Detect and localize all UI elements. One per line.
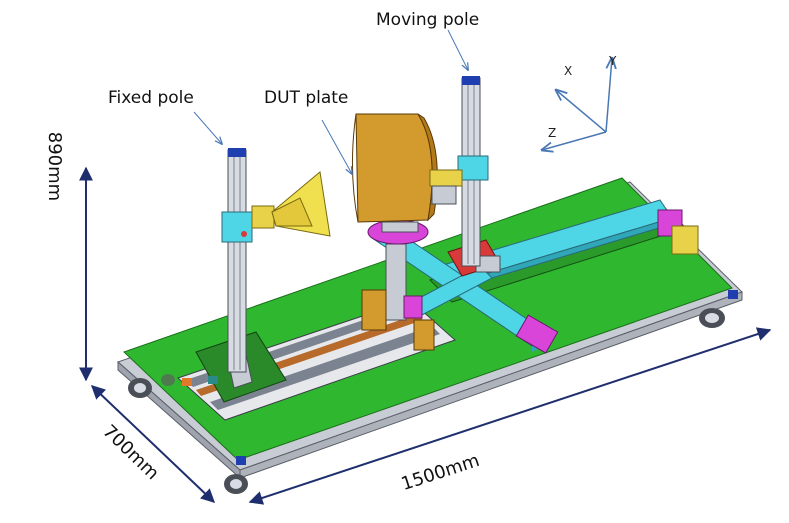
connector-a xyxy=(182,378,192,386)
horn-antenna xyxy=(251,171,331,237)
fixed-pole-label: Fixed pole xyxy=(108,88,194,108)
dut-support xyxy=(361,219,435,351)
axis-x-label: X xyxy=(564,64,573,78)
dut-plate-label: DUT plate xyxy=(264,88,349,108)
axis-y-label: Y xyxy=(609,54,617,68)
length-dimension-arrow xyxy=(248,327,772,505)
moving-pole-label: Moving pole xyxy=(376,10,480,30)
fixed-pole-leader xyxy=(193,111,222,144)
moving-pole-leader xyxy=(447,29,468,70)
width-dimension-arrow xyxy=(90,385,216,503)
corner-brackets xyxy=(236,290,738,465)
dut-plate-leader xyxy=(321,119,352,174)
connector-b xyxy=(208,376,218,384)
moving-pole xyxy=(429,76,489,267)
fixed-pole xyxy=(221,148,253,373)
height-dimension-label: 890mm xyxy=(44,131,66,202)
dut-plate xyxy=(351,113,438,223)
axis-z-label: Z xyxy=(548,126,557,140)
axis-triad xyxy=(542,58,612,150)
